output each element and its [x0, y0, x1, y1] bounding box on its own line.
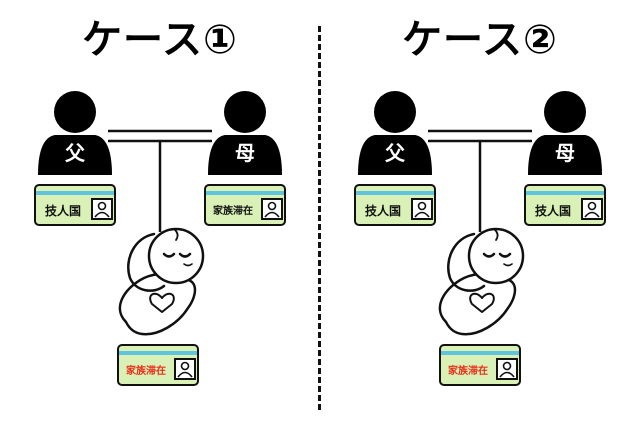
child-residence-card: 家族滞在 — [117, 344, 199, 386]
father-residence-card: 技人国 — [34, 184, 116, 226]
mother-residence-card: 家族滞在 — [204, 184, 286, 226]
father-label: 父 — [64, 141, 86, 165]
mother-residence-card: 技人国 — [524, 184, 606, 226]
swaddled-baby-icon — [438, 227, 525, 336]
mother-card-status: 技人国 — [535, 203, 571, 218]
father-card-status: 技人国 — [365, 203, 401, 218]
child-residence-card: 家族滞在 — [439, 344, 521, 386]
swaddled-baby-icon — [118, 227, 205, 336]
father-label: 父 — [384, 141, 406, 165]
mother-label: 母 — [555, 141, 575, 165]
case-divider — [318, 26, 321, 410]
child-card-status: 家族滞在 — [126, 364, 166, 377]
case-1-title: ケース① — [82, 17, 238, 63]
mother-label: 母 — [235, 141, 255, 165]
case-2-diagram: 父 技人国 母 技人国 家族滞在 — [354, 91, 606, 386]
child-card-status: 家族滞在 — [448, 364, 488, 377]
mother-card-status: 家族滞在 — [213, 204, 253, 217]
father-card-status: 技人国 — [45, 203, 81, 218]
case-1-diagram: 父 技人国 母 家族滞在 家族滞在 — [34, 91, 286, 386]
father-residence-card: 技人国 — [354, 184, 436, 226]
case-2-title: ケース② — [402, 17, 558, 63]
